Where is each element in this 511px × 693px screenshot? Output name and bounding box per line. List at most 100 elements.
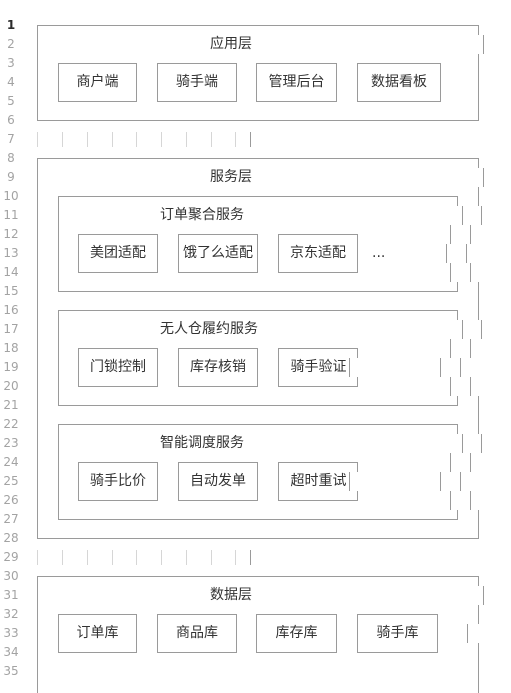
border-segment: [483, 168, 484, 187]
line-number: 34: [3, 645, 19, 659]
line-number: 30: [3, 569, 19, 583]
order-aggregation-service-box: [58, 196, 458, 292]
border-segment: [457, 396, 458, 406]
data-layer-title: 数据层: [210, 587, 252, 603]
indent-guide: [62, 132, 63, 147]
service-item-box: 自动发单: [178, 462, 258, 501]
line-number: 27: [3, 512, 19, 526]
connector-line: [250, 550, 251, 565]
border-segment: [478, 158, 479, 168]
border-segment: [357, 377, 358, 387]
indent-guide: [211, 132, 212, 147]
service-title: 智能调度服务: [160, 435, 244, 451]
border-segment: [478, 187, 479, 206]
service-title: 无人仓履约服务: [160, 321, 258, 337]
line-number: 16: [3, 303, 19, 317]
app-layer-title: 应用层: [210, 36, 252, 52]
service-item-box: 超时重试: [278, 462, 358, 501]
app-item-rider-box: 骑手端: [157, 63, 237, 102]
service-item-box: 骑手比价: [78, 462, 158, 501]
line-number: 7: [7, 132, 15, 146]
service-item-box: 门锁控制: [78, 348, 158, 387]
indent-guide: [235, 550, 236, 565]
service-item-label: 骑手比价: [90, 473, 146, 489]
smart-dispatch-service-box: [58, 424, 458, 520]
app-item-label: 数据看板: [371, 74, 427, 90]
service-item-label: 美团适配: [90, 245, 146, 261]
border-segment: [462, 206, 463, 225]
line-number: 13: [3, 246, 19, 260]
border-segment: [357, 348, 358, 358]
border-segment: [467, 624, 468, 643]
border-segment: [462, 320, 463, 339]
data-item-label: 库存库: [275, 625, 318, 641]
border-segment: [450, 377, 451, 396]
border-segment: [481, 206, 482, 225]
service-item-label: 超时重试: [290, 473, 347, 489]
border-segment: [478, 510, 479, 539]
border-segment: [450, 225, 451, 244]
border-segment: [457, 310, 458, 320]
connector-line: [250, 132, 251, 147]
indent-guide: [62, 550, 63, 565]
line-number: 6: [7, 113, 15, 127]
border-segment: [470, 453, 471, 472]
data-item-rider-db-box: 骑手库: [357, 614, 438, 653]
data-item-label: 订单库: [76, 625, 119, 641]
line-number: 5: [7, 94, 15, 108]
border-segment: [457, 196, 458, 206]
line-number: 24: [3, 455, 19, 469]
border-segment: [440, 472, 441, 491]
indent-guide: [87, 132, 88, 147]
line-number: 10: [3, 189, 19, 203]
border-segment: [357, 491, 358, 501]
app-item-label: 管理后台: [268, 74, 325, 90]
app-item-merchant-box: 商户端: [58, 63, 137, 102]
border-segment: [357, 462, 358, 472]
line-number: 15: [3, 284, 19, 298]
data-item-label: 骑手库: [376, 625, 419, 641]
border-segment: [478, 282, 479, 320]
line-number: 12: [3, 227, 19, 241]
line-number: 2: [7, 37, 15, 51]
indent-guide: [161, 550, 162, 565]
service-item-label: 饿了么适配: [183, 245, 253, 261]
line-number: 25: [3, 474, 19, 488]
service-item-label: 骑手验证: [290, 359, 347, 375]
service-item-box: 美团适配: [78, 234, 158, 273]
indent-guide: [211, 550, 212, 565]
indent-guide: [136, 132, 137, 147]
app-item-dashboard-box: 数据看板: [357, 63, 441, 102]
border-segment: [470, 225, 471, 244]
line-number: 33: [3, 626, 19, 640]
line-number: 35: [3, 664, 19, 678]
app-layer-box: [37, 25, 479, 121]
border-segment: [450, 263, 451, 282]
border-segment: [483, 35, 484, 54]
indent-guide: [186, 550, 187, 565]
line-number: 4: [7, 75, 15, 89]
border-segment: [460, 358, 461, 377]
indent-guide: [235, 132, 236, 147]
data-item-order-db-box: 订单库: [58, 614, 137, 653]
border-segment: [460, 472, 461, 491]
border-segment: [349, 472, 350, 491]
indent-guide: [161, 132, 162, 147]
service-item-box: 库存核销: [178, 348, 258, 387]
data-item-inventory-db-box: 库存库: [256, 614, 337, 653]
line-number: 18: [3, 341, 19, 355]
border-segment: [478, 576, 479, 586]
line-number: 22: [3, 417, 19, 431]
border-segment: [478, 54, 479, 121]
data-item-product-db-box: 商品库: [157, 614, 237, 653]
app-item-label: 骑手端: [176, 74, 218, 90]
line-number: 3: [7, 56, 15, 70]
line-number: 26: [3, 493, 19, 507]
indent-guide: [37, 550, 38, 565]
border-segment: [440, 358, 441, 377]
service-title: 订单聚合服务: [160, 207, 244, 223]
